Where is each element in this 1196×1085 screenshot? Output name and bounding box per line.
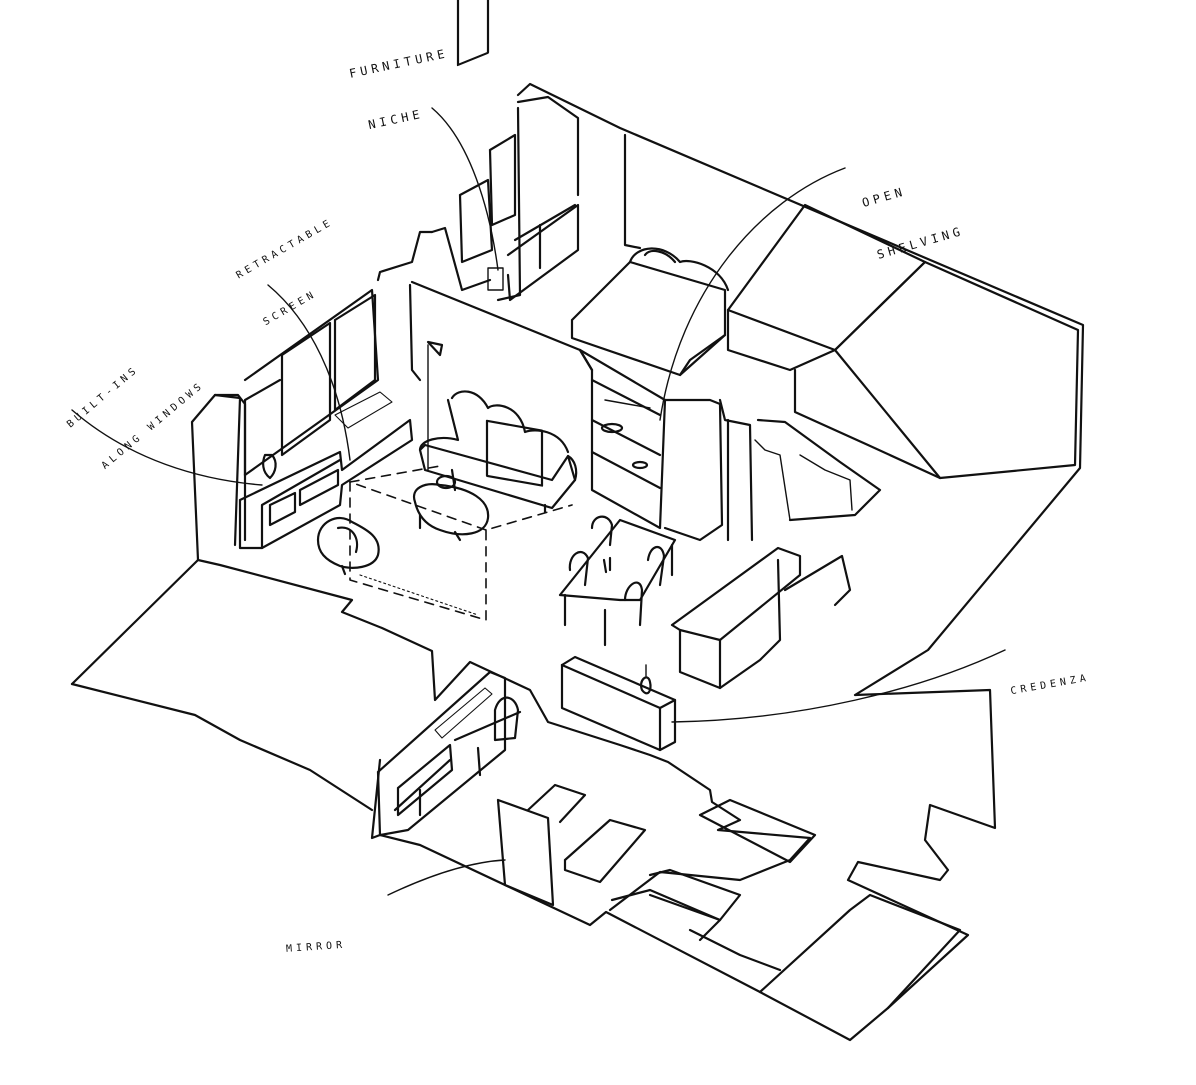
open-shelving-unit — [578, 348, 724, 542]
label-mirror-line1: MIRROR — [285, 939, 347, 955]
retractable-screen-area — [349, 465, 573, 621]
label-credenza-line1: CREDENZA — [1009, 672, 1091, 698]
label-open-shelving-line1: OPEN — [860, 184, 908, 210]
label-mirror: MIRROR — [283, 901, 348, 977]
label-furniture-niche-line1: FURNITURE — [347, 46, 450, 81]
mirror — [496, 798, 555, 907]
entry-console — [376, 670, 522, 837]
sofa — [418, 390, 578, 514]
niche-wall — [430, 0, 580, 302]
kitchen-counter — [670, 439, 853, 690]
bed — [570, 247, 730, 377]
label-retractable-screen-line1: RETRACTABLE — [234, 216, 336, 282]
dining-set — [558, 515, 677, 647]
label-credenza: CREDENZA — [1003, 634, 1094, 719]
upper-rooms — [623, 133, 1080, 542]
label-open-shelving-line2: SHELVING — [875, 223, 966, 262]
label-furniture-niche-line2: NICHE — [366, 106, 425, 133]
credenza — [560, 655, 677, 752]
floor-lamp — [426, 340, 444, 471]
coffee-table — [412, 474, 490, 542]
wall-art — [485, 419, 544, 487]
armchair — [316, 516, 380, 576]
exterior-walls — [70, 82, 1085, 1042]
annotation-leaders — [71, 107, 1006, 896]
living-walls — [238, 230, 594, 550]
lower-rooms — [526, 783, 962, 1010]
